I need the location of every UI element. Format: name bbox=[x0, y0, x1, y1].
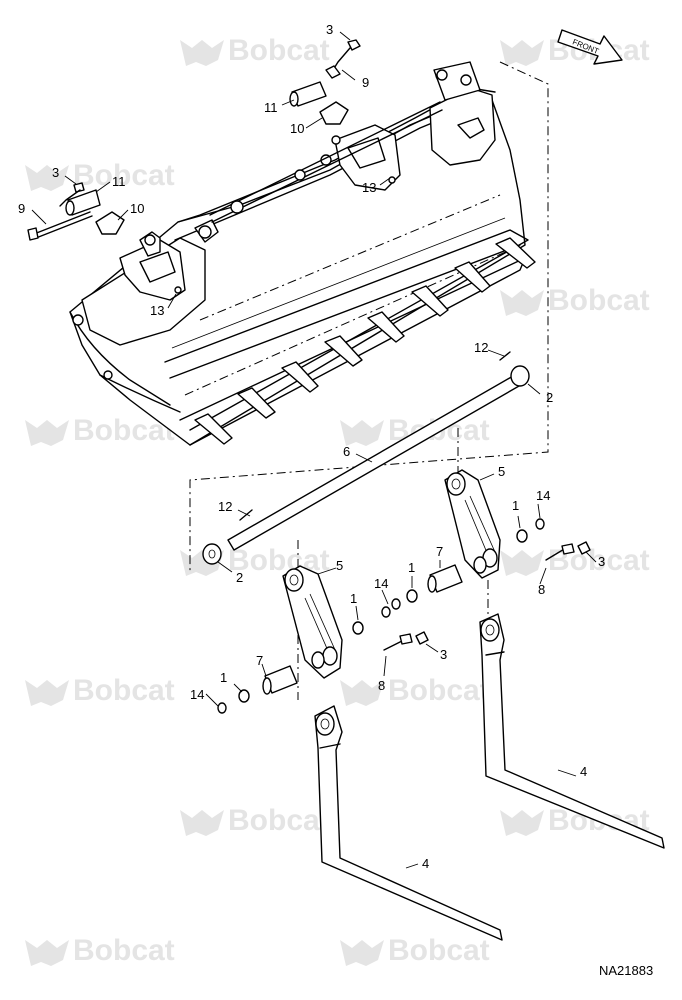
callout-number: 11 bbox=[264, 100, 278, 115]
drawing-reference: NA21883 bbox=[599, 963, 653, 978]
callout-number: 5 bbox=[498, 464, 505, 479]
callout-number: 7 bbox=[436, 544, 443, 559]
callout-number: 9 bbox=[18, 201, 25, 216]
callout-number: 1 bbox=[350, 591, 357, 606]
callout-number: 14 bbox=[536, 488, 550, 503]
bucket-illustration bbox=[69, 61, 536, 446]
callout-number: 14 bbox=[190, 687, 204, 702]
callout-number: 1 bbox=[512, 498, 519, 513]
callout-number: 8 bbox=[378, 678, 385, 693]
bobcat-logo-icon bbox=[500, 550, 544, 576]
callout-number: 3 bbox=[326, 22, 333, 37]
callout-number: 13 bbox=[150, 303, 164, 318]
callout-number: 7 bbox=[256, 653, 263, 668]
callout-number: 8 bbox=[538, 582, 545, 597]
callout-number: 6 bbox=[343, 444, 350, 459]
callout-number: 13 bbox=[362, 180, 376, 195]
watermark-text: Bobcat bbox=[228, 804, 330, 837]
callout-number: 2 bbox=[546, 390, 553, 405]
bobcat-logo-icon bbox=[180, 550, 224, 576]
callout-number: 2 bbox=[236, 570, 243, 585]
bobcat-logo-icon bbox=[25, 165, 69, 191]
callout-number: 10 bbox=[290, 121, 304, 136]
bobcat-logo-icon bbox=[25, 940, 69, 966]
mounting-pin bbox=[202, 351, 530, 565]
bobcat-logo-icon bbox=[340, 940, 384, 966]
callout-number: 12 bbox=[474, 340, 488, 355]
callout-number: 4 bbox=[422, 856, 429, 871]
spacer-hardware bbox=[217, 518, 591, 714]
callout-number: 3 bbox=[440, 647, 447, 662]
watermark-text: Bobcat bbox=[388, 674, 490, 707]
watermark-text: Bobcat bbox=[548, 284, 650, 317]
hardware-upper-left bbox=[27, 182, 125, 241]
callout-number: 1 bbox=[220, 670, 227, 685]
callout-number: 3 bbox=[598, 554, 605, 569]
watermark-text: Bobcat bbox=[73, 674, 175, 707]
bobcat-logo-icon bbox=[180, 40, 224, 66]
callout-number: 3 bbox=[52, 165, 59, 180]
fork-left bbox=[314, 705, 503, 941]
callout-number: 4 bbox=[580, 764, 587, 779]
callout-number: 1 bbox=[408, 560, 415, 575]
watermark-text: Bobcat bbox=[228, 34, 330, 67]
leader-lines bbox=[31, 31, 597, 869]
callout-number: 10 bbox=[130, 201, 144, 216]
bucket-teeth bbox=[194, 237, 536, 445]
bobcat-logo-icon bbox=[500, 290, 544, 316]
hardware-upper-right bbox=[289, 39, 361, 125]
callout-number: 11 bbox=[112, 174, 126, 189]
watermark-text: Bobcat bbox=[388, 934, 490, 967]
callout-number: 12 bbox=[218, 499, 232, 514]
bobcat-logo-icon bbox=[500, 810, 544, 836]
bobcat-logo-icon bbox=[340, 420, 384, 446]
watermark-text: Bobcat bbox=[73, 159, 175, 192]
bobcat-logo-icon bbox=[180, 810, 224, 836]
bobcat-logo-icon bbox=[25, 680, 69, 706]
callout-number: 14 bbox=[374, 576, 388, 591]
fork-bracket-left bbox=[282, 565, 343, 679]
bobcat-logo-icon bbox=[340, 680, 384, 706]
fork-bracket-right bbox=[444, 469, 501, 579]
watermark-text: Bobcat bbox=[73, 934, 175, 967]
callout-number: 9 bbox=[362, 75, 369, 90]
fork-right bbox=[479, 613, 665, 849]
bobcat-logo-icon bbox=[25, 420, 69, 446]
callout-number: 5 bbox=[336, 558, 343, 573]
bobcat-logo-icon bbox=[500, 40, 544, 66]
